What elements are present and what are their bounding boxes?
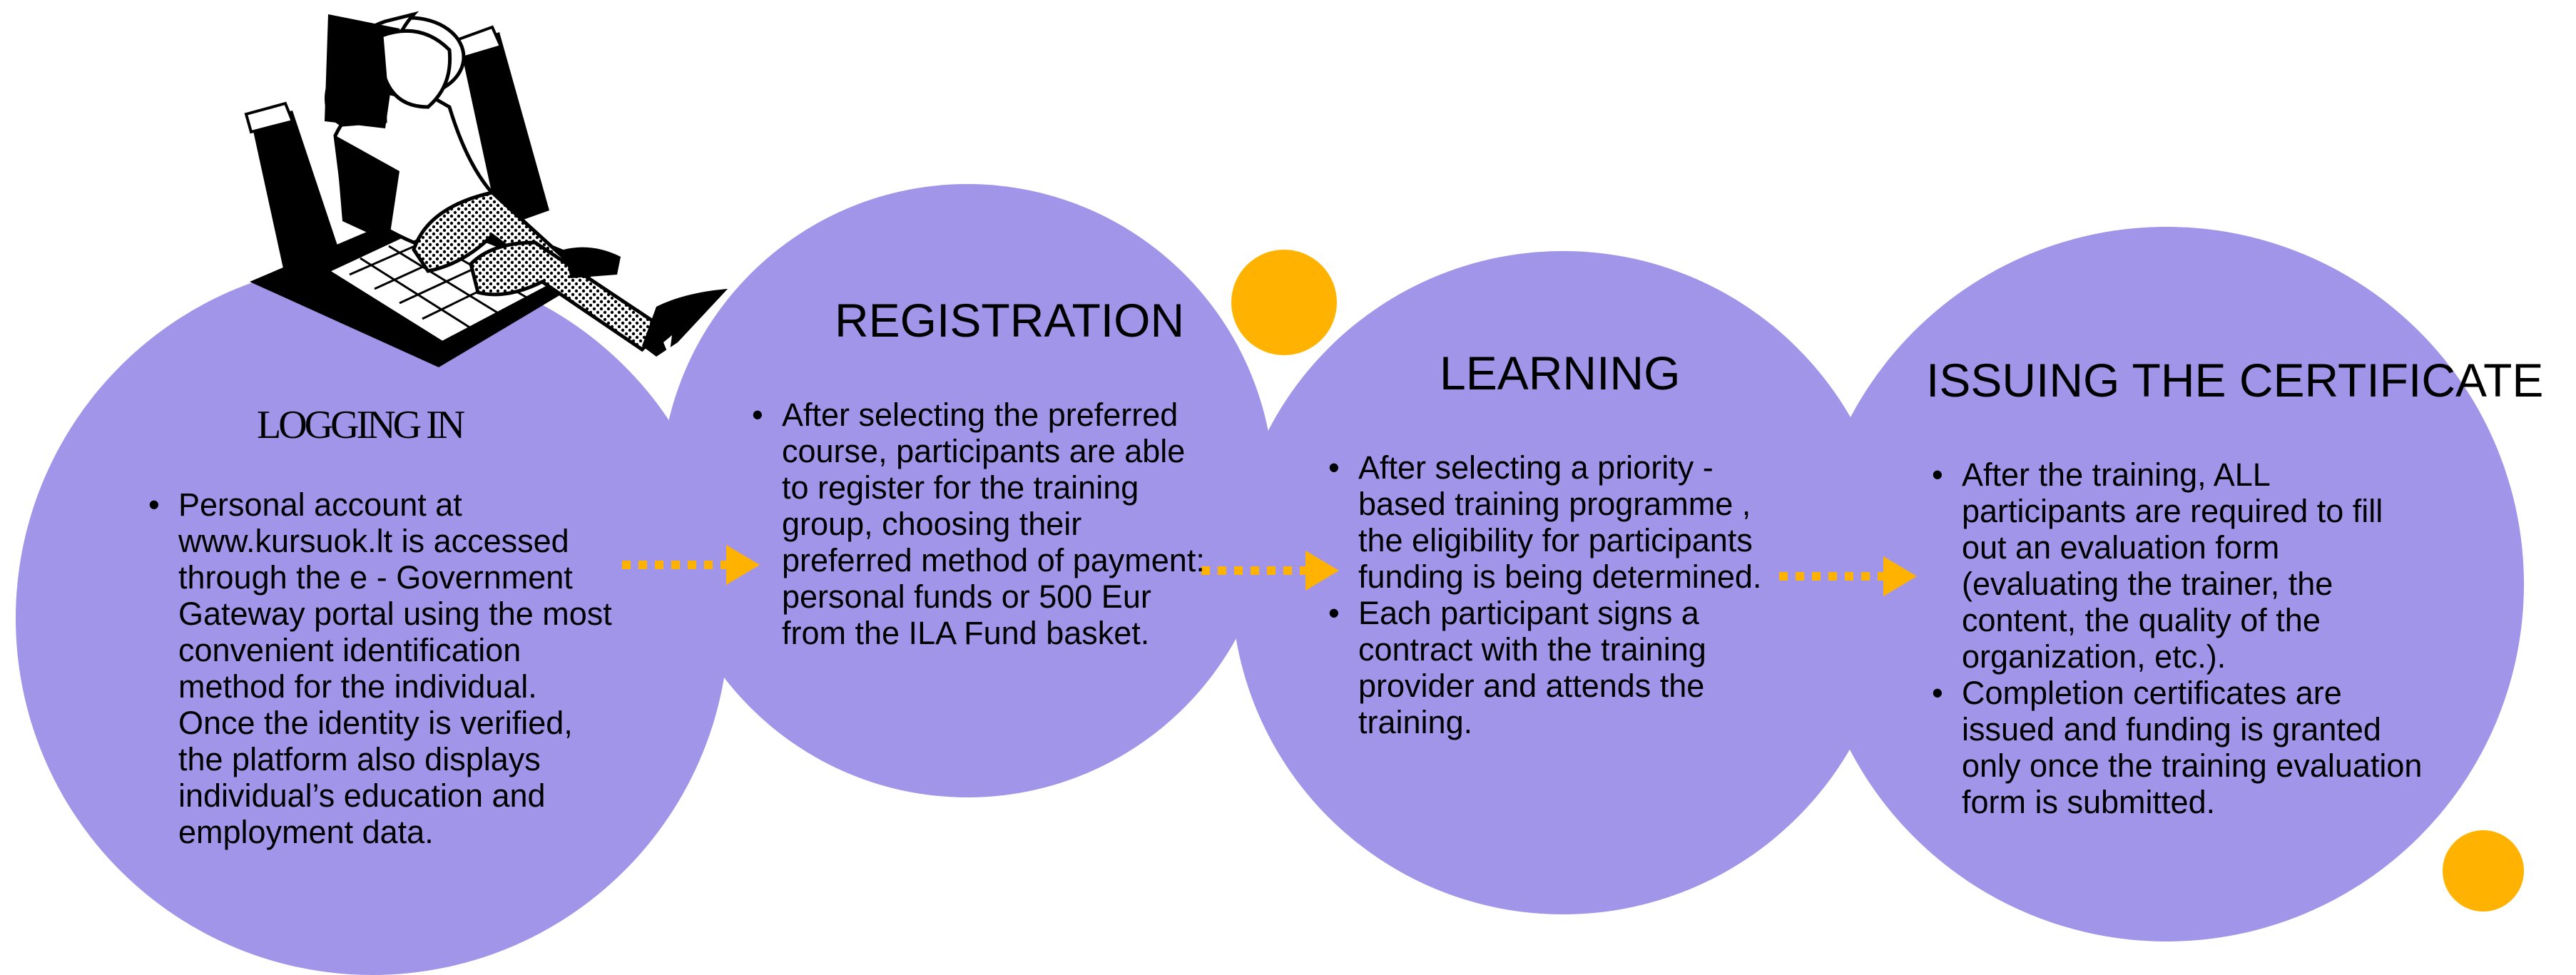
step-title-certificate: ISSUING THE CERTIFICATE: [1926, 354, 2544, 407]
step-bullets-learning: After selecting a priority - based train…: [1328, 449, 1763, 740]
orange-accent-dot: [1231, 250, 1337, 355]
step-title-registration: REGISTRATION: [835, 294, 1185, 347]
person-relaxing-illustration: [244, 11, 728, 367]
dotted-right-arrow-icon: [1201, 551, 1339, 591]
bullet-item: After selecting the preferred course, pa…: [752, 397, 1216, 651]
bullet-item: Completion certificates are issued and f…: [1932, 675, 2424, 820]
bullet-item: Personal account at www.kursuok.lt is ac…: [148, 486, 612, 850]
dotted-right-arrow-icon: [1779, 556, 1917, 596]
step-title-logging-in: LOGGING IN: [257, 403, 465, 447]
bullet-item: After selecting a priority - based train…: [1328, 449, 1763, 595]
step-bullets-registration: After selecting the preferred course, pa…: [752, 397, 1216, 651]
step-title-learning: LEARNING: [1440, 347, 1681, 399]
orange-accent-dot: [2443, 830, 2524, 912]
dotted-right-arrow-icon: [622, 545, 760, 585]
bullet-item: Each participant signs a contract with t…: [1328, 595, 1763, 740]
step-bullets-logging-in: Personal account at www.kursuok.lt is ac…: [148, 486, 612, 850]
bullet-item: After the training, ALL participants are…: [1932, 456, 2424, 675]
step-bullets-certificate: After the training, ALL participants are…: [1932, 456, 2424, 820]
